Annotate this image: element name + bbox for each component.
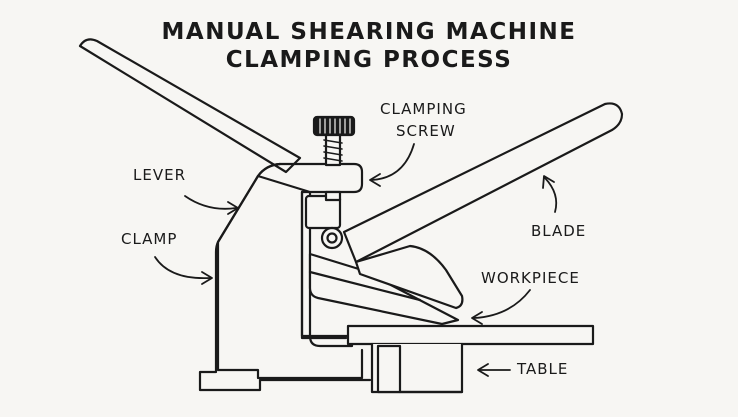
screw-lower-shaft (324, 190, 342, 202)
clamp-pivot (320, 226, 344, 250)
arrow-table-head (477, 363, 489, 377)
label-lever: LEVER (133, 166, 186, 184)
arrow-workpiece (473, 289, 531, 319)
clamp-jaw-line (308, 270, 422, 302)
frame-outer (198, 162, 372, 392)
label-clamping: CLAMPING (380, 100, 467, 118)
blade-arm (342, 102, 624, 264)
frame-inner (300, 190, 348, 340)
label-blade: BLADE (531, 222, 587, 240)
arrow-blade (544, 177, 558, 213)
arrow-lever-head (227, 201, 239, 215)
diagram-title-line-1: MANUAL SHEARING MACHINE (161, 19, 577, 45)
table-inner (376, 344, 402, 394)
label-clamp: CLAMP (121, 230, 178, 248)
label-table: TABLE (517, 360, 569, 378)
arrow-lever (184, 195, 237, 210)
arrow-clamping-screw (371, 143, 415, 181)
label-screw: SCREW (396, 122, 456, 140)
clamp-pivot-inner (326, 232, 338, 244)
arrow-blade-head (542, 175, 555, 189)
screw-knob-grip (319, 118, 351, 134)
arrow-workpiece-head (471, 311, 483, 325)
lever-bar (78, 38, 302, 174)
clamp-jaw (308, 252, 460, 326)
diagram-title-line-2: CLAMPING PROCESS (225, 47, 513, 73)
arrow-clamp-head (201, 271, 213, 285)
screw-threads (323, 139, 343, 162)
screw-block (304, 194, 342, 230)
arrow-clamping-screw-head (369, 173, 381, 187)
label-workpiece: WORKPIECE (481, 269, 580, 287)
arrow-clamp (154, 256, 211, 280)
blade-tip (354, 244, 464, 310)
workpiece-plate (346, 324, 595, 346)
